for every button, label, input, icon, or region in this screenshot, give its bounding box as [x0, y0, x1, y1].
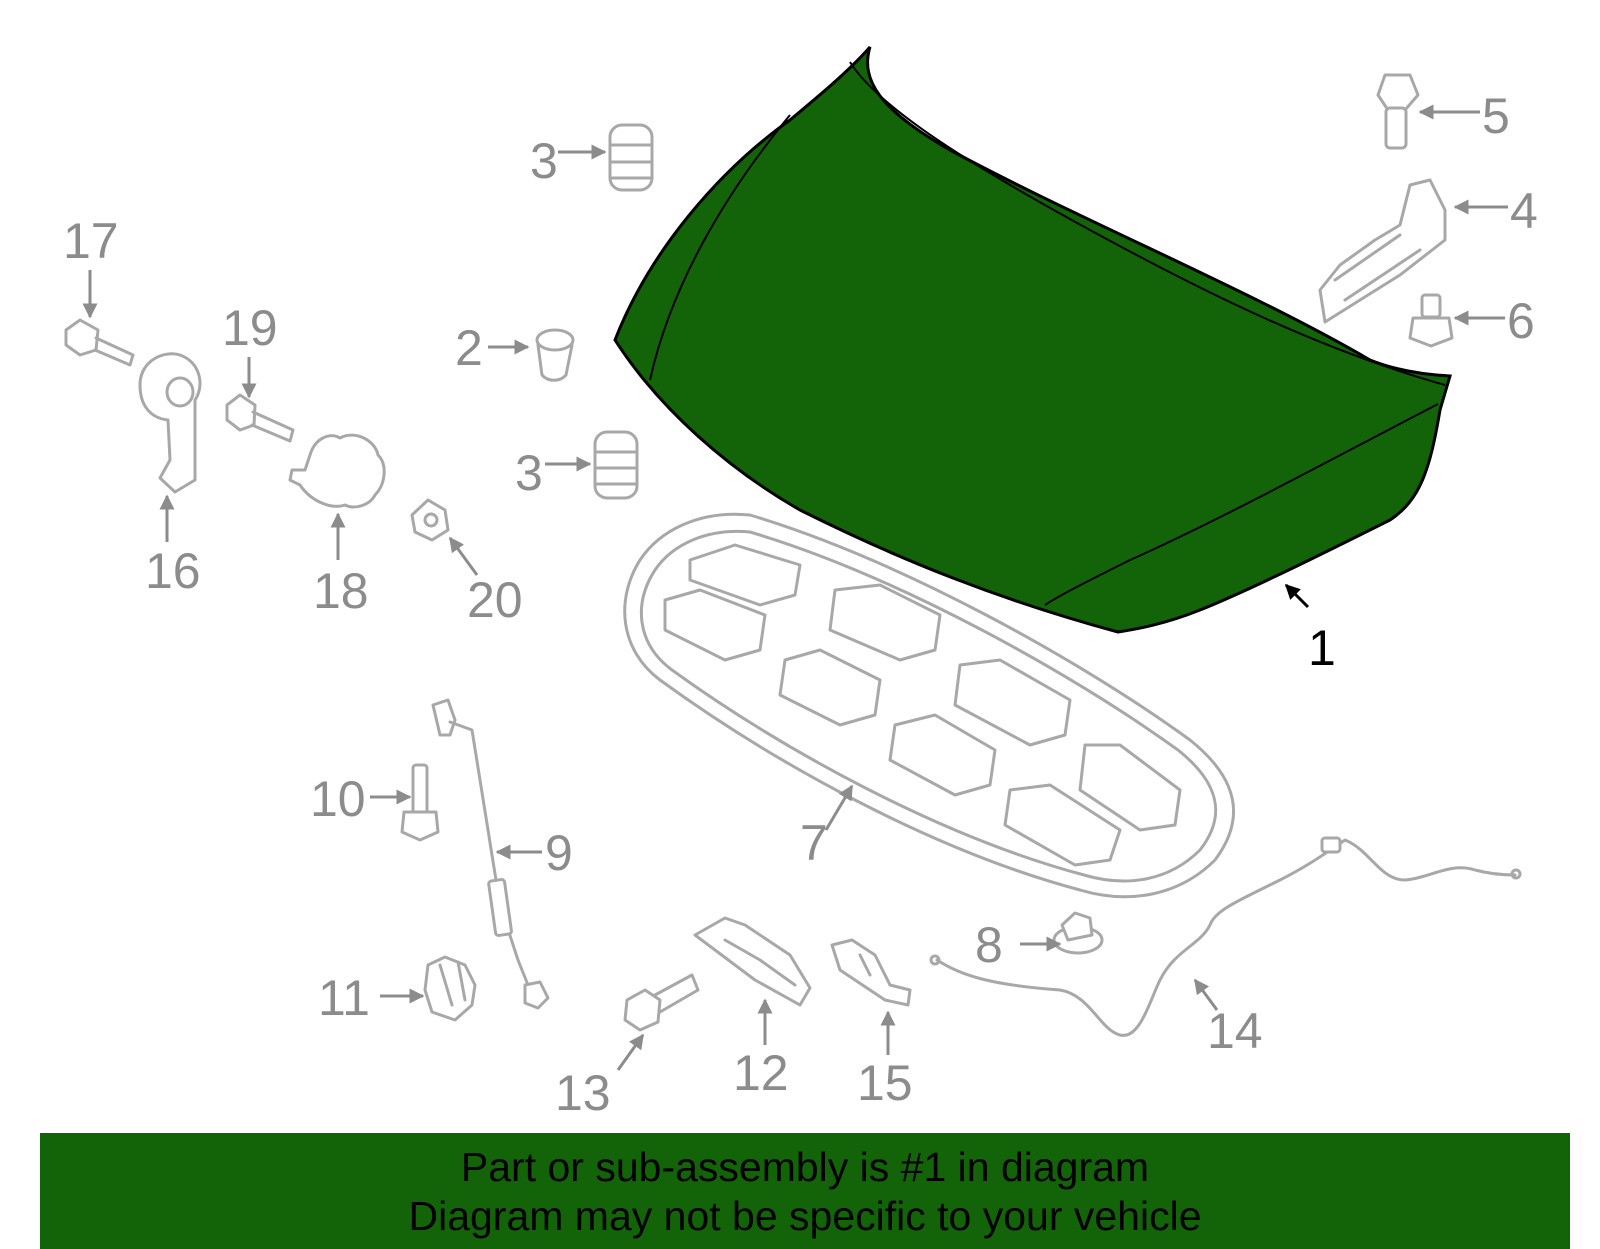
callout-11: 11: [318, 970, 370, 1026]
hinge-nut: [1408, 293, 1454, 348]
hood-stopper-upper: [608, 123, 654, 192]
callout-13: 13: [555, 1065, 611, 1121]
callout-7: 7: [800, 815, 828, 871]
callout-20: 20: [467, 572, 523, 628]
callout-15: 15: [857, 1055, 913, 1111]
hood-prop-rod: [431, 698, 550, 1010]
prop-rod-bolt: [400, 763, 440, 842]
note-line-disclaimer: Diagram may not be specific to your vehi…: [408, 1193, 1202, 1239]
hood-release-handle: [138, 352, 202, 494]
release-handle-bolt: [64, 318, 135, 367]
hood-release-cable: [929, 836, 1522, 1037]
grommet-clip: [410, 498, 450, 542]
callout-14: 14: [1207, 1003, 1263, 1059]
hood-bumper: [535, 328, 575, 382]
hinge-bolt: [1376, 73, 1420, 150]
callout-9: 9: [545, 825, 573, 881]
callout-1: 1: [1308, 620, 1336, 676]
callout-4: 4: [1510, 183, 1538, 239]
callout-6: 6: [1507, 293, 1535, 349]
cable-clip: [1052, 911, 1104, 955]
callout-16: 16: [145, 543, 201, 599]
note-line-part-number: Part or sub-assembly is #1 in diagram: [460, 1144, 1150, 1190]
prop-rod-holder: [423, 955, 477, 1022]
hood-stopper-lower: [593, 430, 639, 500]
cable-bracket: [830, 938, 912, 1007]
callout-18: 18: [313, 563, 369, 619]
hood-panel: [613, 46, 1452, 634]
callout-8: 8: [975, 917, 1003, 973]
leader-lines: [82, 104, 1508, 1071]
callout-2: 2: [455, 320, 483, 376]
latch-bolt: [225, 393, 295, 443]
hood-hinge: [1318, 178, 1447, 324]
callout-19: 19: [222, 300, 278, 356]
callout-3-lower: 3: [515, 445, 543, 501]
callout-3-upper: 3: [530, 133, 558, 189]
diagram-note-banner: Part or sub-assembly is #1 in diagram Di…: [40, 1133, 1570, 1249]
callout-17: 17: [63, 213, 119, 269]
callout-5: 5: [1482, 88, 1510, 144]
callout-12: 12: [733, 1045, 789, 1101]
callout-10: 10: [310, 771, 366, 827]
hood-striker: [693, 916, 812, 1007]
hood-latch: [288, 433, 386, 509]
striker-bolt: [623, 973, 700, 1032]
hood-insulator: [623, 512, 1236, 899]
